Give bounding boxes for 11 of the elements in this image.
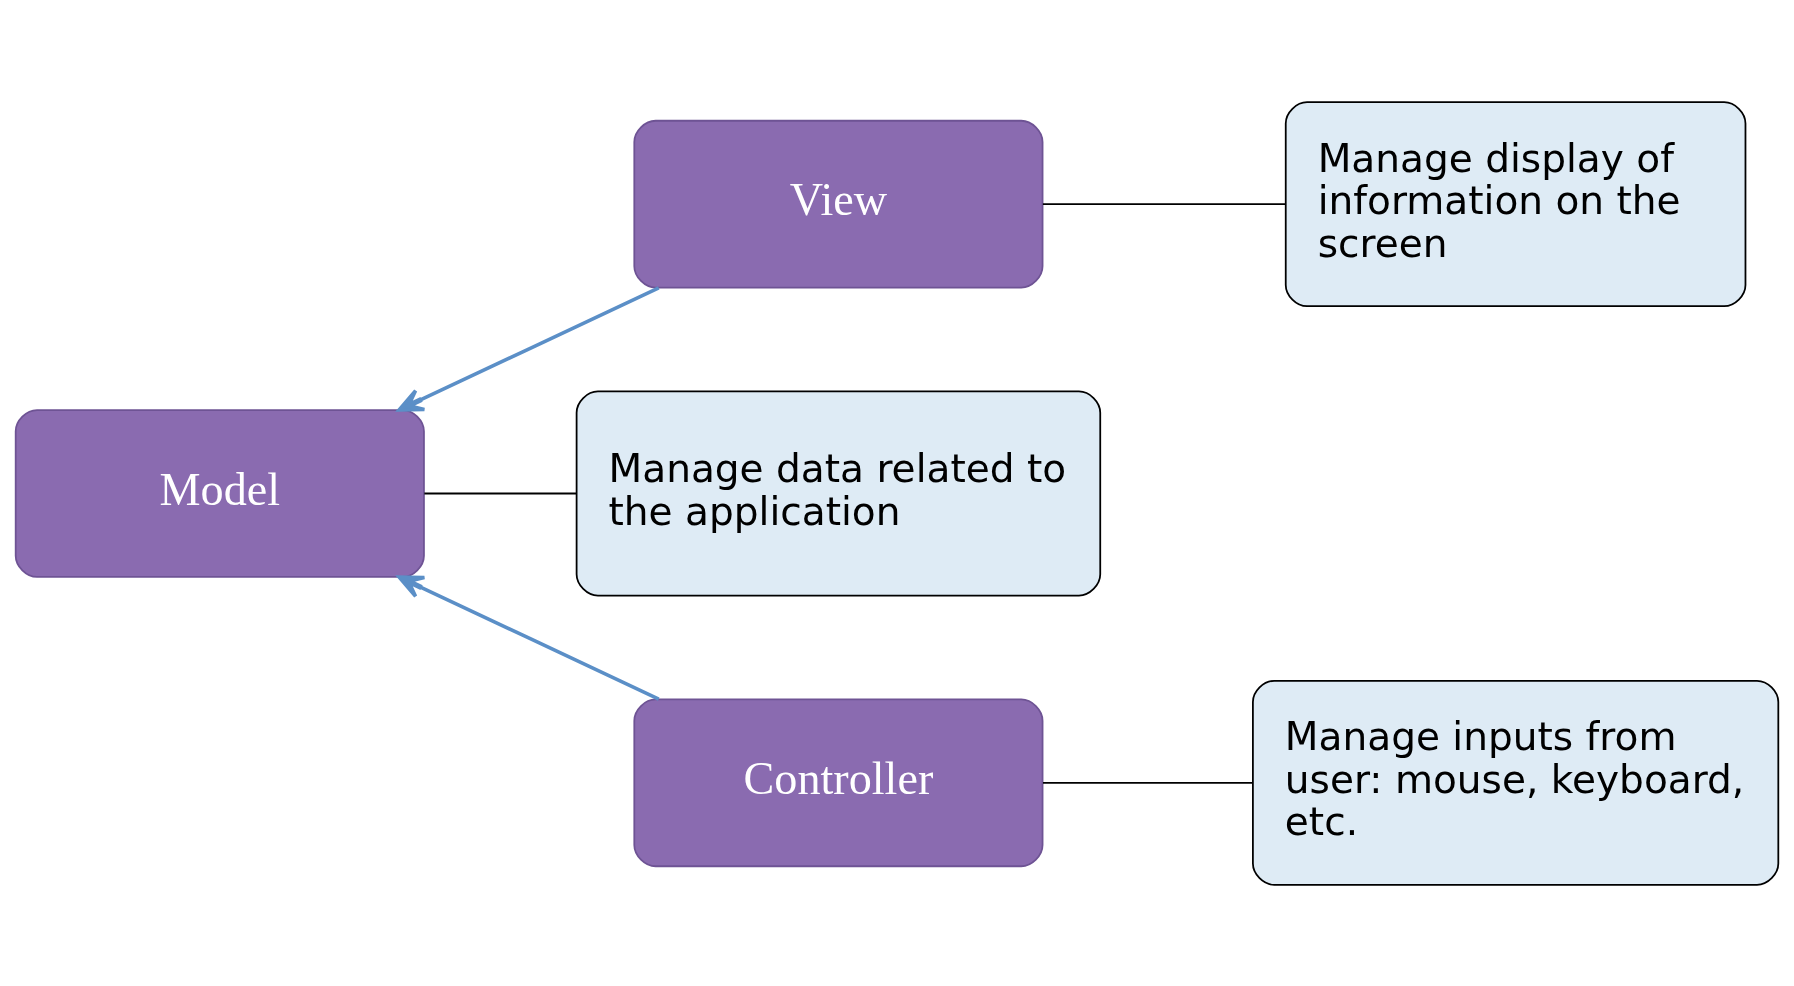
node-box: Manage inputs from user: mouse, keyboard, etc. xyxy=(1252,679,1780,886)
node-box: Controller xyxy=(633,698,1044,867)
connector xyxy=(1042,781,1254,784)
node-box: Model xyxy=(14,408,425,578)
node-box: Manage data related to the application xyxy=(575,390,1102,596)
arrow xyxy=(397,574,660,701)
connector xyxy=(423,492,578,494)
node-box: Manage display of information on the screen xyxy=(1284,100,1747,307)
node-box: View xyxy=(633,119,1044,288)
arrow xyxy=(397,285,660,412)
connector xyxy=(1042,202,1287,205)
